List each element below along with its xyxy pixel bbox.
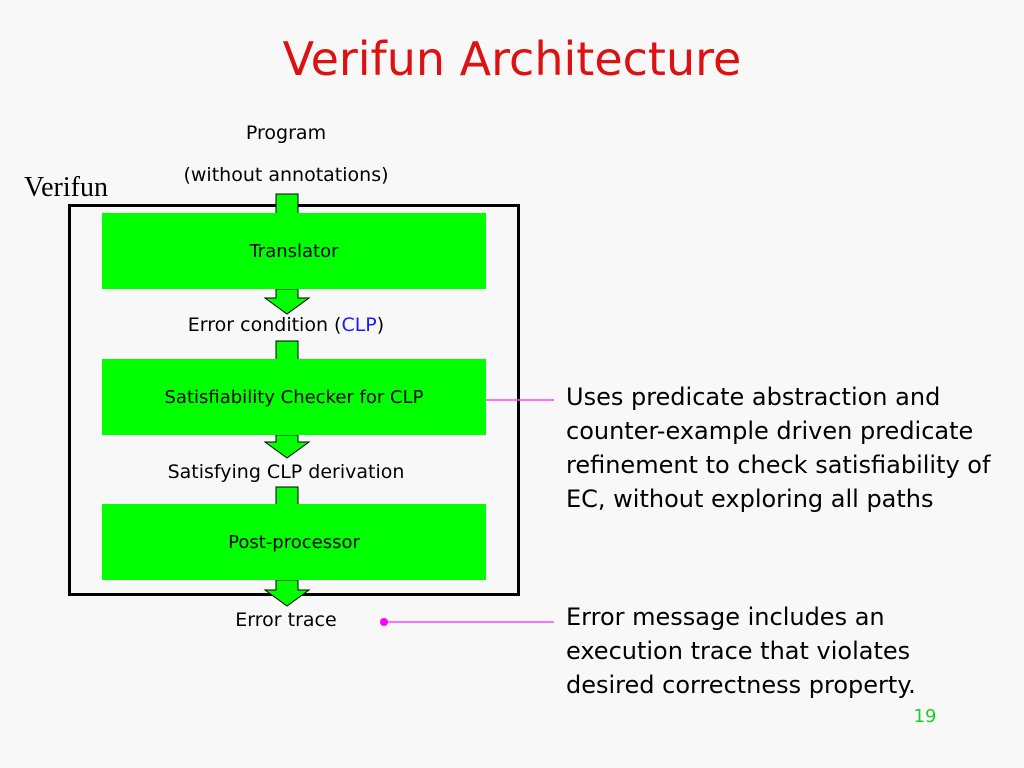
stage-satisfiability-checker: Satisfiability Checker for CLP: [102, 359, 486, 435]
error-condition-clp: CLP: [341, 314, 377, 336]
error-condition-text: Error condition (: [187, 314, 342, 336]
arrow-checker-to-derivation: [263, 434, 311, 459]
input-label-annotations: (without annotations): [183, 164, 389, 186]
input-label-program: Program: [245, 122, 327, 144]
arrow-to-error-trace: [263, 579, 311, 607]
stage-translator-label: Translator: [249, 240, 339, 262]
edge-label-derivation: Satisfying CLP derivation: [167, 461, 405, 483]
arrow-translator-to-condition: [263, 288, 311, 315]
edge-label-error-condition: Error condition (CLP): [136, 314, 436, 336]
trace-callout-dot: [380, 618, 388, 626]
stage-postprocessor-label: Post-processor: [228, 531, 360, 553]
stage-post-processor: Post-processor: [102, 504, 486, 580]
output-label-error-trace: Error trace: [235, 609, 337, 631]
slide-title: Verifun Architecture: [282, 32, 742, 86]
error-condition-close: ): [376, 314, 385, 336]
trace-note: Error message includes an execution trac…: [566, 603, 916, 699]
page-number: 19: [913, 706, 937, 727]
checker-note: Uses predicate abstraction and counter-e…: [566, 383, 991, 513]
stage-checker-label: Satisfiability Checker for CLP: [164, 386, 424, 408]
stage-translator: Translator: [102, 213, 486, 289]
container-label: Verifun: [24, 172, 108, 203]
